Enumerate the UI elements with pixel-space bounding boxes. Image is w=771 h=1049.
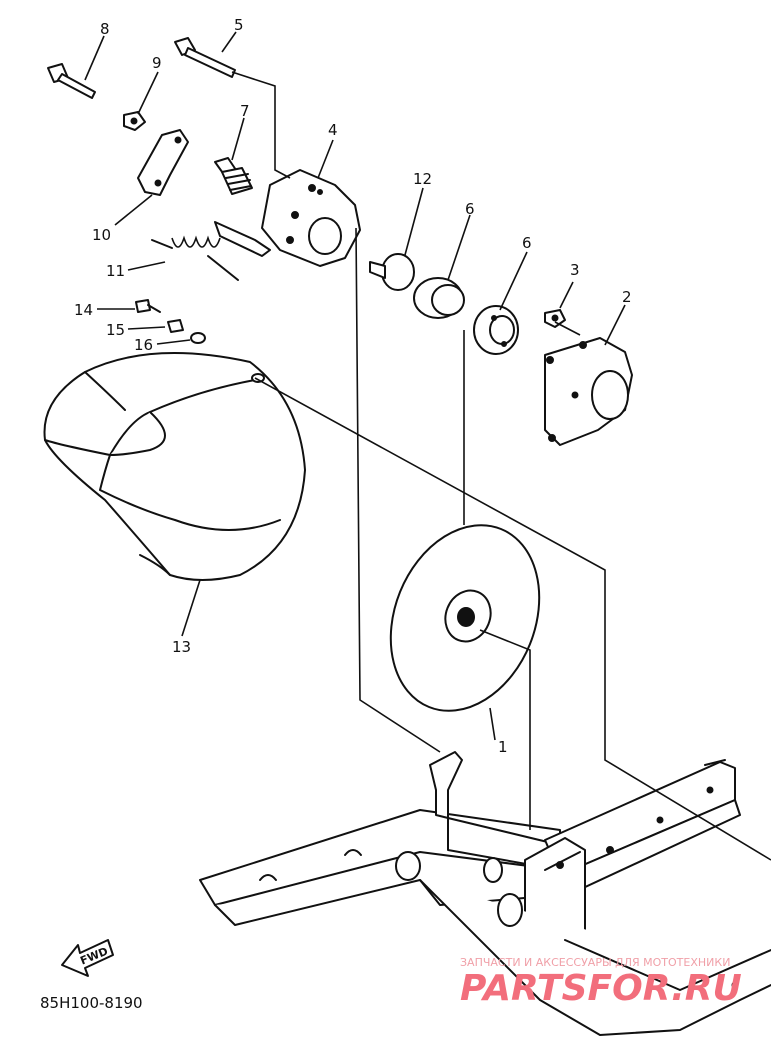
diagram-code: 85H100-8190: [40, 994, 143, 1012]
frame-assembly: [199, 751, 771, 1036]
callout-leaders: [84, 31, 626, 741]
callout-9: 9: [152, 54, 162, 72]
watermark-tagline: ЗАПЧАСТИ И АКСЕССУАРЫ ДЛЯ МОТОТЕХНИКИ: [460, 956, 730, 969]
part-8-bolt: [47, 63, 96, 99]
watermark-brand: PARTSFOR.RU: [460, 968, 742, 1009]
callout-8: 8: [100, 20, 110, 38]
part-6-bushing-left: [413, 277, 465, 319]
part-5-bolt: [174, 37, 236, 78]
callout-1: 1: [498, 738, 508, 756]
part-16-washer: [190, 332, 206, 344]
part-6-bushing-right: [473, 305, 519, 355]
callout-labels: 1 2 3 4 5 6 6 7 8 9 10 11 12 13 14 15 16: [74, 16, 632, 756]
part-10-lever: [137, 129, 189, 196]
callout-15: 15: [106, 321, 125, 339]
assembly-lines: [231, 71, 771, 861]
callout-5: 5: [234, 16, 244, 34]
part-1-pulley-disc: [389, 524, 541, 712]
callout-6-left: 6: [465, 200, 475, 218]
part-2-housing-plate: [544, 337, 633, 446]
callout-13: 13: [172, 638, 191, 656]
watermark: ЗАПЧАСТИ И АКСЕССУАРЫ ДЛЯ МОТОТЕХНИКИ PA…: [460, 956, 742, 1009]
callout-10: 10: [92, 226, 111, 244]
part-11-spring: [151, 235, 239, 281]
part-3-nut: [544, 309, 566, 328]
callout-14: 14: [74, 301, 93, 319]
part-15-nut: [167, 319, 184, 333]
callout-3: 3: [570, 261, 580, 279]
part-12-cap: [369, 253, 415, 291]
part-7-adjuster: [214, 157, 253, 195]
callout-16: 16: [134, 336, 153, 354]
part-9-nut: [123, 111, 146, 131]
part-14-screw: [135, 299, 161, 313]
callout-6-right: 6: [522, 234, 532, 252]
part-4-bracket: [214, 169, 361, 267]
fwd-arrow-icon: FWD: [61, 939, 114, 977]
callout-11: 11: [106, 262, 125, 280]
callout-7: 7: [240, 102, 250, 120]
part-13-cover: [43, 352, 306, 581]
callout-12: 12: [413, 170, 432, 188]
callout-4: 4: [328, 121, 338, 139]
callout-2: 2: [622, 288, 632, 306]
